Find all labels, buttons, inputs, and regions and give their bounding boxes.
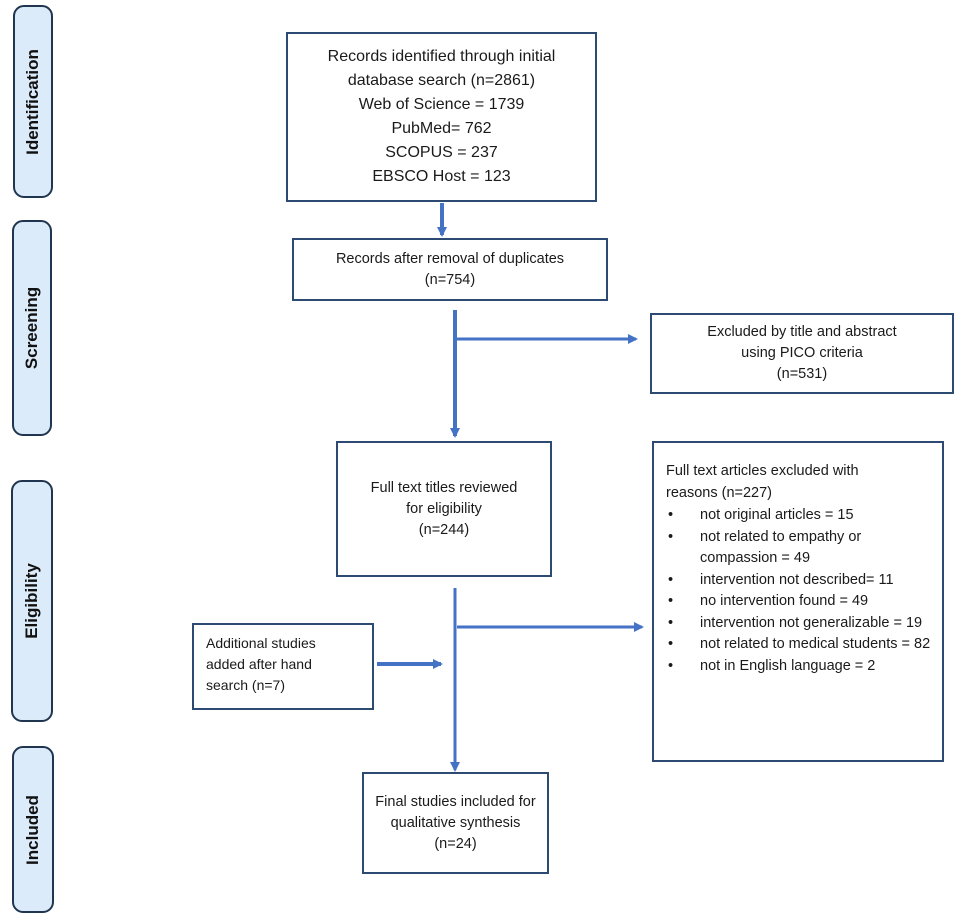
full-text-excluded-heading: Full text articles excluded with (666, 463, 859, 479)
excluded-title-abstract-line: (n=531) (776, 366, 828, 382)
included-studies-line: (n=24) (434, 835, 477, 852)
records-identified-line: database search (n=2861) (347, 72, 536, 89)
exclusion-reason-item: not related to empathy or compassion = 4… (666, 527, 934, 570)
full-text-reviewed-line: for eligibility (406, 500, 482, 517)
exclusion-reason-item: not related to medical students = 82 (666, 634, 934, 656)
full-text-excluded-heading: reasons (n=227) (666, 484, 772, 501)
included-studies-line: qualitative synthesis (390, 814, 521, 831)
duplicates-removed-box: Records after removal of duplicates (n=7… (292, 238, 608, 301)
records-identified-line: EBSCO Host = 123 (372, 168, 511, 185)
excluded-title-abstract-line: using PICO criteria (741, 345, 863, 361)
exclusion-reason-item: intervention not generalizable = 19 (666, 613, 934, 635)
stage-label-screening: Screening (12, 220, 52, 436)
exclusion-reason-item: not original articles = 15 (666, 505, 934, 527)
duplicates-removed-line: Records after removal of duplicates (335, 250, 565, 267)
full-text-excluded-box: Full text articles excluded with reasons… (652, 441, 944, 762)
full-text-reviewed-line: (n=244) (418, 521, 470, 538)
exclusion-reasons-list: not original articles = 15 not related t… (666, 505, 934, 677)
exclusion-reason-item: intervention not described= 11 (666, 570, 934, 592)
records-identified-line: Web of Science = 1739 (358, 96, 525, 113)
included-studies-line: Final studies included for (375, 793, 536, 810)
records-identified-line: Records identified through initial (327, 48, 556, 65)
excluded-title-abstract-box: Excluded by title and abstract using PIC… (650, 313, 954, 394)
exclusion-reason-item: not in English language = 2 (666, 656, 934, 678)
excluded-title-abstract-line: Excluded by title and abstract (707, 324, 897, 340)
stage-label-included: Included (12, 746, 54, 913)
hand-search-line: search (n=7) (206, 677, 285, 693)
full-text-reviewed-box: Full text titles reviewed for eligibilit… (336, 441, 552, 577)
full-text-reviewed-line: Full text titles reviewed (370, 479, 518, 496)
records-identified-line: PubMed= 762 (391, 120, 492, 137)
duplicates-removed-line: (n=754) (424, 271, 476, 288)
hand-search-line: Additional studies (206, 635, 316, 651)
stage-label-eligibility: Eligibility (11, 480, 53, 722)
hand-search-box: Additional studies added after hand sear… (192, 623, 374, 710)
included-studies-box: Final studies included for qualitative s… (362, 772, 549, 874)
records-identified-box: Records identified through initial datab… (286, 32, 597, 202)
stage-label-identification: Identification (13, 5, 53, 198)
exclusion-reason-item: no intervention found = 49 (666, 591, 934, 613)
hand-search-line: added after hand (206, 656, 312, 672)
records-identified-line: SCOPUS = 237 (385, 144, 498, 161)
